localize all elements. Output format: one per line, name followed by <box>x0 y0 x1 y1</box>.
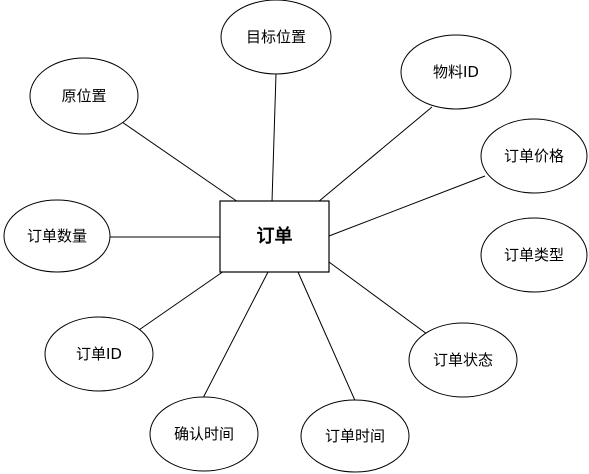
entity-box <box>219 200 330 273</box>
connector-target-location <box>271 73 277 203</box>
connector-confirm-time <box>202 271 269 399</box>
entity-order: 订单 <box>219 200 330 273</box>
attribute-order-price: 订单价格 <box>480 118 588 194</box>
entity-label: 订单 <box>257 225 293 247</box>
connector-order-time <box>297 271 358 406</box>
attribute-label: 订单状态 <box>433 351 493 369</box>
attribute-ellipse <box>44 316 154 392</box>
attribute-ellipse <box>480 118 588 194</box>
connector-material-id <box>317 106 433 203</box>
attribute-label: 订单类型 <box>504 246 564 264</box>
attribute-confirm-time: 确认时间 <box>149 396 259 472</box>
attribute-label: 确认时间 <box>174 425 234 443</box>
attribute-ellipse <box>3 199 111 273</box>
attribute-ellipse <box>149 396 259 472</box>
attribute-label: 订单数量 <box>27 227 87 245</box>
attribute-ellipse <box>400 34 512 110</box>
attribute-order-time: 订单时间 <box>300 399 410 473</box>
attribute-target-location: 目标位置 <box>220 0 332 75</box>
attribute-ellipse <box>300 399 410 473</box>
attribute-ellipse <box>480 217 588 293</box>
attribute-order-type: 订单类型 <box>480 217 588 293</box>
connector-order-price <box>328 175 486 237</box>
connector-lines <box>109 73 486 406</box>
connector-order-status <box>328 261 432 338</box>
attribute-label: 原位置 <box>61 87 106 105</box>
attribute-material-id: 物料ID <box>400 34 512 110</box>
attribute-original-location: 原位置 <box>29 57 139 135</box>
attribute-label: 订单时间 <box>325 427 385 445</box>
attribute-order-quantity: 订单数量 <box>3 199 111 273</box>
attribute-order-id: 订单ID <box>44 316 154 392</box>
attribute-label: 订单价格 <box>504 147 564 165</box>
attribute-label: 目标位置 <box>246 28 306 46</box>
attribute-ellipse <box>29 57 139 135</box>
attribute-label: 订单ID <box>76 345 122 363</box>
connector-original-location <box>121 121 239 203</box>
connector-order-id <box>135 270 225 333</box>
attribute-order-status: 订单状态 <box>408 322 518 398</box>
attribute-ellipse <box>220 0 332 75</box>
attribute-label: 物料ID <box>433 63 479 81</box>
attribute-ellipse <box>408 322 518 398</box>
